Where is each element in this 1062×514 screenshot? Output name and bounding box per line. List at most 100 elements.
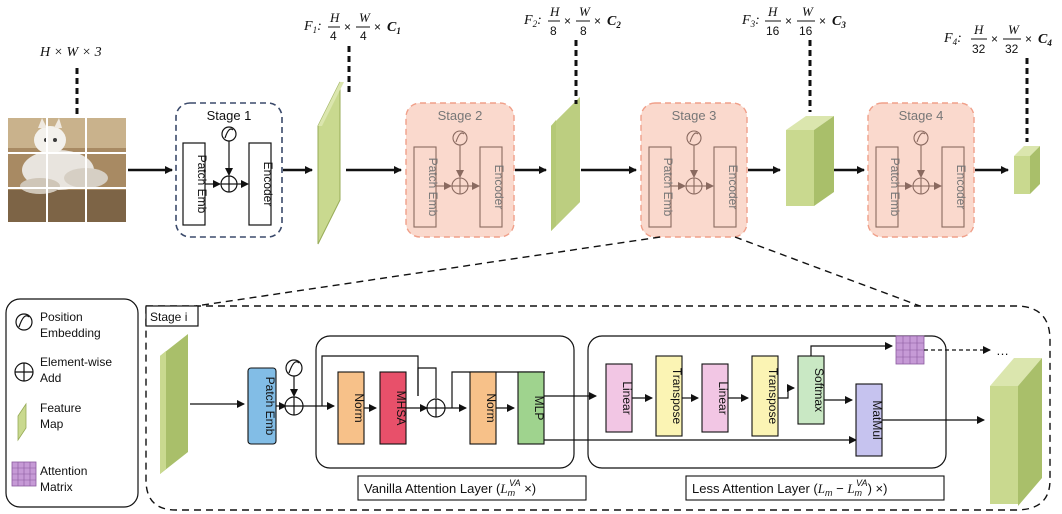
svg-text:Encoder: Encoder (726, 165, 740, 210)
svg-text:Add: Add (40, 371, 61, 385)
svg-text:C4: C4 (1038, 32, 1052, 48)
svg-text:Encoder: Encoder (261, 162, 275, 207)
svg-text:W: W (802, 4, 814, 19)
svg-text:W: W (579, 4, 591, 19)
stage-i-detail: Stage i Patch Emb Norm MHSA Nor (145, 305, 1051, 511)
svg-text:W: W (1008, 22, 1020, 37)
svg-text:Element-wise: Element-wise (40, 355, 112, 369)
attention-reuse-ellipsis: … (996, 343, 1009, 358)
svg-text:32: 32 (972, 42, 986, 56)
stage-i-title: Stage i (150, 310, 187, 324)
detail-attention-matrix (895, 335, 925, 365)
svg-text:Norm: Norm (484, 393, 498, 422)
svg-text:×: × (991, 32, 998, 46)
feature-map-2 (551, 97, 580, 231)
svg-text:×: × (1025, 32, 1032, 46)
legend-box: Position Embedding Element-wise Add Feat… (5, 298, 139, 508)
feature-label-2: F2: H 8 × W 8 × C2 (523, 4, 621, 38)
feature-label-1: F1: H 4 × W 4 × C1 (303, 10, 401, 43)
svg-text:Norm: Norm (352, 393, 366, 422)
stage-1-block: Stage 1 Patch Emb Encoder (175, 102, 283, 238)
svg-text:×: × (594, 14, 601, 28)
svg-text:H × W × 3: H × W × 3 (39, 45, 102, 60)
svg-text:Patch Emb: Patch Emb (661, 158, 675, 217)
svg-text:Patch Emb: Patch Emb (426, 158, 440, 217)
svg-text:16: 16 (799, 24, 813, 38)
svg-text:Encoder: Encoder (492, 165, 506, 210)
svg-text:16: 16 (766, 24, 780, 38)
svg-text:Transpose: Transpose (766, 368, 780, 425)
svg-text:H: H (549, 4, 560, 19)
svg-text:C2: C2 (607, 14, 621, 30)
stage-2-block: Stage 2 Patch Emb Encoder (405, 102, 515, 238)
svg-text:Less Attention Layer (Lm − LmV: Less Attention Layer (Lm − LmVA) ×) (692, 478, 887, 498)
svg-text:Patch Emb: Patch Emb (263, 377, 277, 436)
svg-text:MLP: MLP (532, 396, 546, 421)
attention-matrix-legend-icon (11, 461, 37, 487)
zoom-line-right (734, 236, 921, 307)
svg-text:Feature: Feature (40, 401, 82, 415)
detail-output-feature-map (990, 358, 1042, 506)
svg-text:C3: C3 (832, 14, 846, 30)
svg-text:4: 4 (330, 29, 337, 43)
less-attention-caption (685, 475, 945, 501)
svg-text:Linear: Linear (716, 381, 730, 414)
svg-text:Stage 2: Stage 2 (438, 108, 483, 123)
svg-text:32: 32 (1005, 42, 1019, 56)
stage-1-encoder (248, 142, 272, 226)
feature-map-1 (317, 81, 344, 245)
feature-label-4: F4: H 32 × W 32 × C4 (943, 22, 1052, 56)
svg-text:Map: Map (40, 417, 64, 431)
svg-text:Attention: Attention (40, 464, 87, 478)
svg-text:×: × (374, 20, 381, 34)
detail-mlp (517, 371, 545, 445)
feature-label-3: F3: H 16 × W 16 × C3 (741, 4, 846, 38)
feature-map-4 (1014, 146, 1040, 194)
svg-text:F2:: F2: (523, 13, 542, 29)
svg-text:Linear: Linear (620, 381, 634, 414)
svg-text:Embedding: Embedding (40, 326, 101, 340)
input-size-label: H × W × 3 (39, 45, 102, 60)
detail-transpose-2 (751, 355, 779, 437)
vanilla-attention-caption (357, 475, 587, 501)
svg-text:Stage 4: Stage 4 (899, 108, 944, 123)
svg-text:Transpose: Transpose (670, 368, 684, 425)
detail-input-feature-map (160, 334, 188, 474)
svg-text:×: × (785, 14, 792, 28)
svg-text:Patch Emb: Patch Emb (888, 158, 902, 217)
svg-text:H: H (329, 10, 340, 25)
feature-map-3 (786, 116, 834, 206)
less-attention-layer-box (587, 335, 947, 469)
svg-text:×: × (564, 14, 571, 28)
feature-map-legend-icon (17, 402, 27, 442)
vanilla-attention-layer-box (315, 335, 575, 469)
svg-text:Patch Emb: Patch Emb (195, 155, 209, 214)
svg-text:4: 4 (360, 29, 367, 43)
detail-linear-1 (605, 363, 633, 433)
input-image (8, 118, 126, 222)
svg-text:F3:: F3: (741, 13, 760, 29)
svg-text:F1:: F1: (303, 19, 322, 35)
zoom-line-left (195, 236, 661, 307)
svg-text:8: 8 (550, 24, 557, 38)
svg-text:H: H (767, 4, 778, 19)
svg-text:MHSA: MHSA (394, 391, 408, 426)
svg-text:×: × (819, 14, 826, 28)
detail-transpose-1 (655, 355, 683, 437)
svg-text:Vanilla Attention Layer (LmVA: Vanilla Attention Layer (LmVA ×) (364, 478, 536, 498)
svg-text:H: H (973, 22, 984, 37)
svg-text:C1: C1 (387, 20, 401, 36)
svg-text:×: × (344, 20, 351, 34)
position-embedding-legend-icon (15, 313, 33, 331)
stage-1-title: Stage 1 (207, 108, 252, 123)
svg-text:F4:: F4: (943, 31, 962, 47)
svg-text:Matrix: Matrix (40, 480, 73, 494)
svg-text:Position: Position (40, 310, 83, 324)
stage-4-block: Stage 4 Patch Emb Encoder (867, 102, 975, 238)
svg-text:W: W (359, 10, 371, 25)
svg-text:Softmax: Softmax (812, 368, 826, 412)
svg-text:MatMul: MatMul (870, 400, 884, 439)
stage-3-block: Stage 3 Patch Emb Encoder (640, 102, 748, 238)
svg-text:Stage 3: Stage 3 (672, 108, 717, 123)
